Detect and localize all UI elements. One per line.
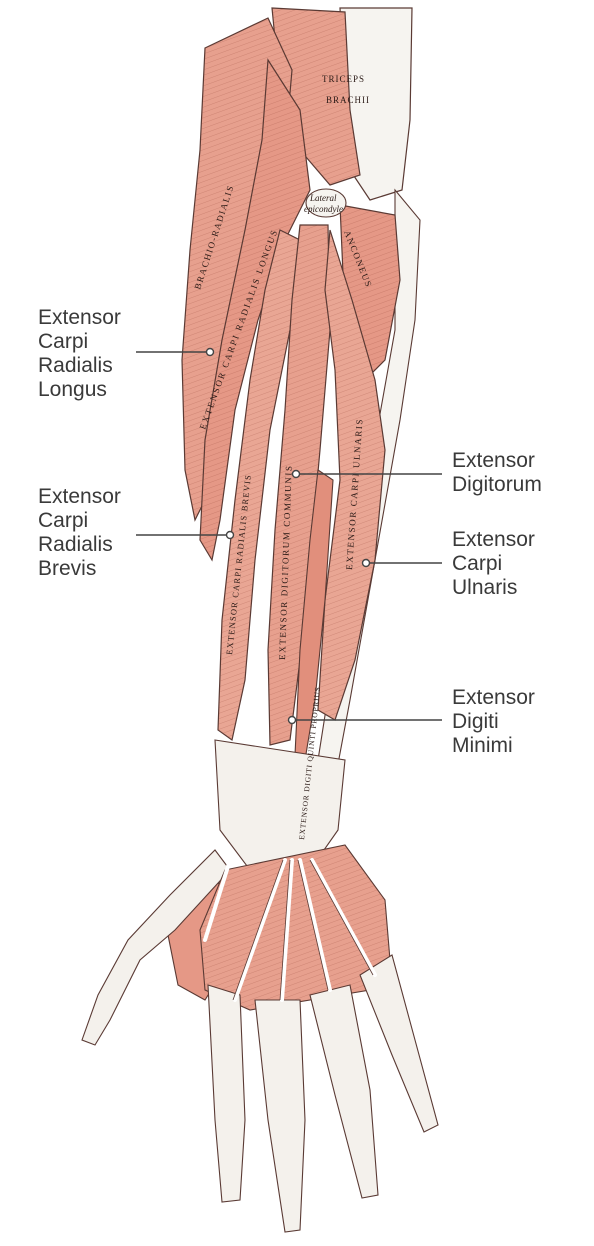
engraved-epicondyle-1: Lateral xyxy=(309,193,337,203)
engraved-epicondyle-2: epicondyle xyxy=(304,204,343,214)
little-finger xyxy=(359,954,439,1133)
leader-dot-ecrb xyxy=(225,530,235,540)
callout-line: Digitorum xyxy=(452,473,542,496)
callout-line: Extensor xyxy=(452,449,535,472)
engraved-triceps-1: TRICEPS xyxy=(322,74,365,84)
lateral-epicondyle xyxy=(305,188,347,218)
callout-line: Extensor xyxy=(452,686,535,709)
callout-line: Carpi xyxy=(38,330,89,353)
callout-line: Extensor xyxy=(38,485,121,508)
callout-extensor-digiti-minimi: Extensor Digiti Minimi xyxy=(452,686,535,758)
callout-extensor-carpi-radialis-longus: Extensor Carpi Radialis Longus xyxy=(38,306,121,402)
callout-line: Radialis xyxy=(38,354,113,377)
leader-dot-edm xyxy=(287,715,297,725)
callout-line: Extensor xyxy=(38,306,121,329)
callout-line: Radialis xyxy=(38,533,113,556)
engraved-triceps-2: BRACHII xyxy=(326,95,370,105)
thumb xyxy=(81,849,231,1046)
callout-line: Longus xyxy=(38,378,107,401)
callout-line: Brevis xyxy=(38,557,97,580)
leader-dot-ecrl xyxy=(205,347,215,357)
leader-dot-ecu xyxy=(361,558,371,568)
index-finger xyxy=(207,984,246,1203)
ring-finger xyxy=(309,984,379,1199)
callout-line: Extensor xyxy=(452,528,535,551)
callout-extensor-carpi-ulnaris: Extensor Carpi Ulnaris xyxy=(452,528,535,600)
callout-line: Minimi xyxy=(452,734,513,757)
callout-line: Carpi xyxy=(38,509,89,532)
leader-dot-ed xyxy=(291,469,301,479)
callout-extensor-carpi-radialis-brevis: Extensor Carpi Radialis Brevis xyxy=(38,485,121,581)
callout-line: Digiti xyxy=(452,710,499,733)
callout-line: Carpi xyxy=(452,552,503,575)
triceps-hatching xyxy=(272,8,360,185)
callout-line: Ulnaris xyxy=(452,576,518,599)
extensor-tendons xyxy=(203,858,377,1002)
middle-finger xyxy=(254,999,306,1233)
callout-extensor-digitorum: Extensor Digitorum xyxy=(452,449,542,497)
